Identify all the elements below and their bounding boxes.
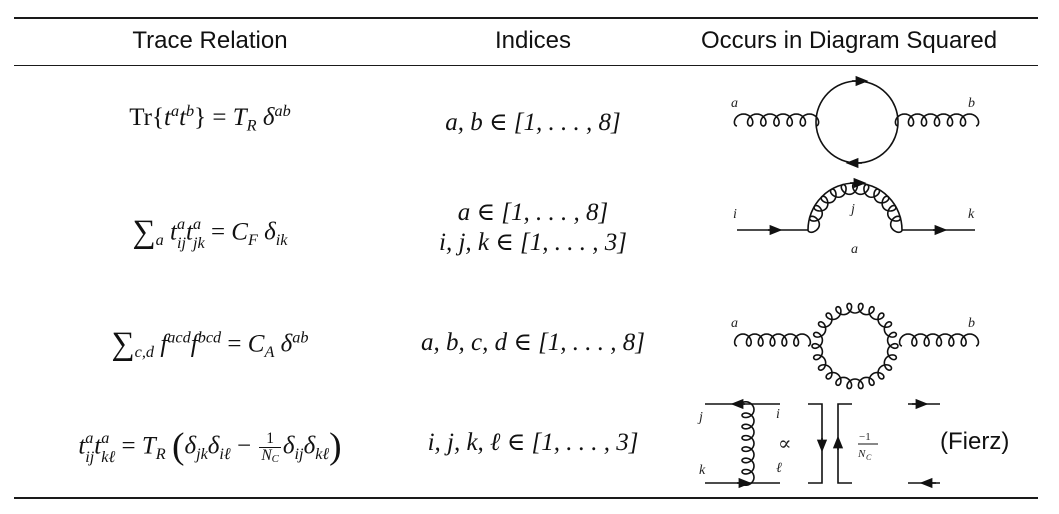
header-indices: Indices	[494, 27, 572, 54]
quark-arc	[807, 182, 903, 231]
coef-den-sub: C	[866, 453, 872, 462]
relation-row-1: Tr{tatb} = TR δab	[129, 102, 291, 135]
header-trace-relation: Trace Relation	[132, 27, 288, 54]
label-r4-i: i	[776, 407, 780, 422]
label-r2-j: j	[849, 202, 855, 217]
label-r1-a: a	[731, 96, 738, 111]
table-bottom-rule	[14, 497, 1038, 499]
label-r1-b: b	[968, 96, 975, 111]
gluon-arc	[807, 182, 903, 234]
gluon-loop	[811, 302, 899, 390]
label-r3-b: b	[968, 316, 975, 331]
indices-row-2: a ∈ [1, . . . , 8] i, j, k ∈ [1, . . . ,…	[439, 199, 627, 256]
header-diagram: Occurs in Diagram Squared	[700, 27, 998, 54]
label-r2-i: i	[733, 207, 737, 222]
indices-row-4: i, j, k, ℓ ∈ [1, . . . , 3]	[427, 429, 639, 456]
gluon-right	[894, 113, 980, 127]
bracket-left	[808, 403, 823, 484]
fierz-note: (Fierz)	[940, 428, 1010, 455]
table-top-rule	[14, 17, 1038, 19]
label-r3-a: a	[731, 316, 738, 331]
proportional-sign: ∝	[778, 431, 792, 455]
indices-row-1: a, b ∈ [1, . . . , 8]	[445, 109, 621, 136]
diagram-row-3	[733, 302, 980, 390]
label-r4-k: k	[699, 463, 706, 478]
label-r2-k: k	[968, 207, 975, 222]
bracket-right	[837, 403, 852, 484]
coef-num: −1	[859, 431, 871, 443]
gluon-left	[733, 113, 820, 127]
indices-row-3: a, b, c, d ∈ [1, . . . , 8]	[420, 329, 646, 356]
table-header-rule	[14, 65, 1038, 66]
gluon-left	[733, 333, 812, 347]
coef-den: N	[857, 448, 866, 460]
diagram-row-1	[733, 75, 980, 169]
label-r4-j: j	[697, 410, 703, 425]
relation-row-3: ∑c,d facdfbcd = CA δab	[111, 326, 309, 362]
quark-loop	[815, 80, 899, 164]
label-r4-l: ℓ	[776, 461, 782, 476]
diagram-row-2	[737, 177, 975, 236]
label-r2-a: a	[851, 242, 858, 257]
gluon-exchange	[741, 400, 755, 487]
diagram-row-4	[705, 398, 940, 489]
gluon-right	[898, 333, 980, 347]
